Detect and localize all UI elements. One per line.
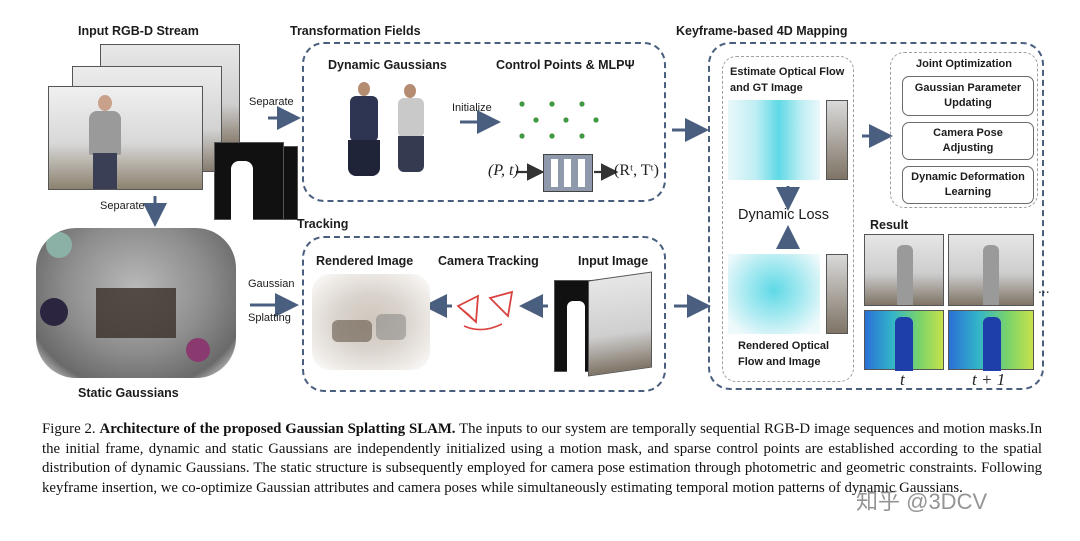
transformation-fields-box xyxy=(302,42,666,202)
person-head xyxy=(98,95,112,111)
output-tuple: (Rᵗ, Tᵗ) xyxy=(614,162,659,179)
time-t1-label: t + 1 xyxy=(972,370,1006,389)
gaussian-label: Gaussian xyxy=(248,278,295,290)
opt-dynamic-deformation-box: Dynamic Deformation Learning xyxy=(902,166,1034,204)
rendered-image xyxy=(312,274,430,370)
dynamic-gaussians-label: Dynamic Gaussians xyxy=(328,58,447,72)
input-image-label: Input Image xyxy=(578,254,649,268)
rendered-image-label: Rendered Image xyxy=(316,254,414,268)
opt-box-3-line-1: Dynamic Deformation xyxy=(911,171,1025,184)
rendered-flow-label-1: Rendered Optical xyxy=(738,340,830,352)
camera-tracking-icon xyxy=(456,290,514,331)
control-points xyxy=(519,101,599,139)
dynamic-loss-label: Dynamic Loss xyxy=(738,207,830,223)
splatting-label: Splatting xyxy=(248,312,291,324)
tracking-title: Tracking xyxy=(297,217,349,231)
caption-figure-label: Figure 2. xyxy=(42,421,96,437)
optical-flow-panel xyxy=(722,56,854,382)
result-ellipsis: ... xyxy=(1038,280,1050,296)
estimate-flow-label-2: and GT Image xyxy=(730,82,803,94)
opt-box-3-line-2: Learning xyxy=(944,186,992,198)
keyframe-mapping-title: Keyframe-based 4D Mapping xyxy=(676,24,848,38)
joint-optimization-title: Joint Optimization xyxy=(916,58,1012,70)
person-legs xyxy=(93,153,117,189)
rendered-image-thumb xyxy=(826,254,848,334)
tracking-box xyxy=(302,236,666,392)
camera-tracking-label: Camera Tracking xyxy=(438,254,539,268)
mapping-box xyxy=(708,42,1044,390)
result-depth-t xyxy=(864,310,944,371)
result-rgb-t1 xyxy=(948,234,1034,306)
motion-mask-front xyxy=(214,142,284,221)
figure-caption: Figure 2. Architecture of the proposed G… xyxy=(42,420,1042,498)
opt-box-1-line-2: Updating xyxy=(944,97,992,109)
separate-left-label: Separate xyxy=(100,200,145,212)
static-gaussians-label: Static Gaussians xyxy=(78,386,179,400)
gt-image-thumb xyxy=(826,100,848,180)
rendered-flow-label-2: Flow and Image xyxy=(738,356,821,368)
caption-body: The inputs to our system are temporally … xyxy=(42,421,1042,496)
input-tuple: (P, t) xyxy=(488,162,519,179)
joint-optimization-panel xyxy=(890,52,1038,208)
input-image-rgb xyxy=(588,271,652,377)
rendered-flow-image xyxy=(728,254,820,334)
estimated-flow-image xyxy=(728,100,820,180)
time-t-label: t xyxy=(900,370,905,389)
input-frame-front xyxy=(48,86,203,190)
arrows-layer xyxy=(143,106,893,318)
input-stream-title: Input RGB-D Stream xyxy=(78,24,199,38)
person-torso xyxy=(89,111,121,155)
opt-camera-pose-box: Camera Pose Adjusting xyxy=(902,122,1034,160)
initialize-label: Initialize xyxy=(452,102,492,114)
control-points-label: Control Points & MLPΨ xyxy=(496,58,635,72)
opt-box-2-line-1: Camera Pose xyxy=(933,127,1003,140)
static-gaussians-scene xyxy=(36,228,236,378)
watermark: 知乎 @3DCV xyxy=(856,489,988,514)
dynamic-gaussians-figures xyxy=(344,78,444,188)
result-depth-t1 xyxy=(948,310,1034,371)
caption-title: Architecture of the proposed Gaussian Sp… xyxy=(99,421,456,437)
opt-box-1-line-1: Gaussian Parameter xyxy=(914,82,1022,95)
mlp-block xyxy=(543,154,593,192)
transformation-fields-title: Transformation Fields xyxy=(290,24,421,38)
opt-gaussian-parameter-box: Gaussian Parameter Updating xyxy=(902,76,1034,116)
estimate-flow-label-1: Estimate Optical Flow xyxy=(730,66,845,78)
separate-top-label: Separate xyxy=(249,96,294,108)
result-label: Result xyxy=(870,218,909,232)
result-rgb-t xyxy=(864,234,944,306)
opt-box-2-line-2: Adjusting xyxy=(942,142,994,154)
